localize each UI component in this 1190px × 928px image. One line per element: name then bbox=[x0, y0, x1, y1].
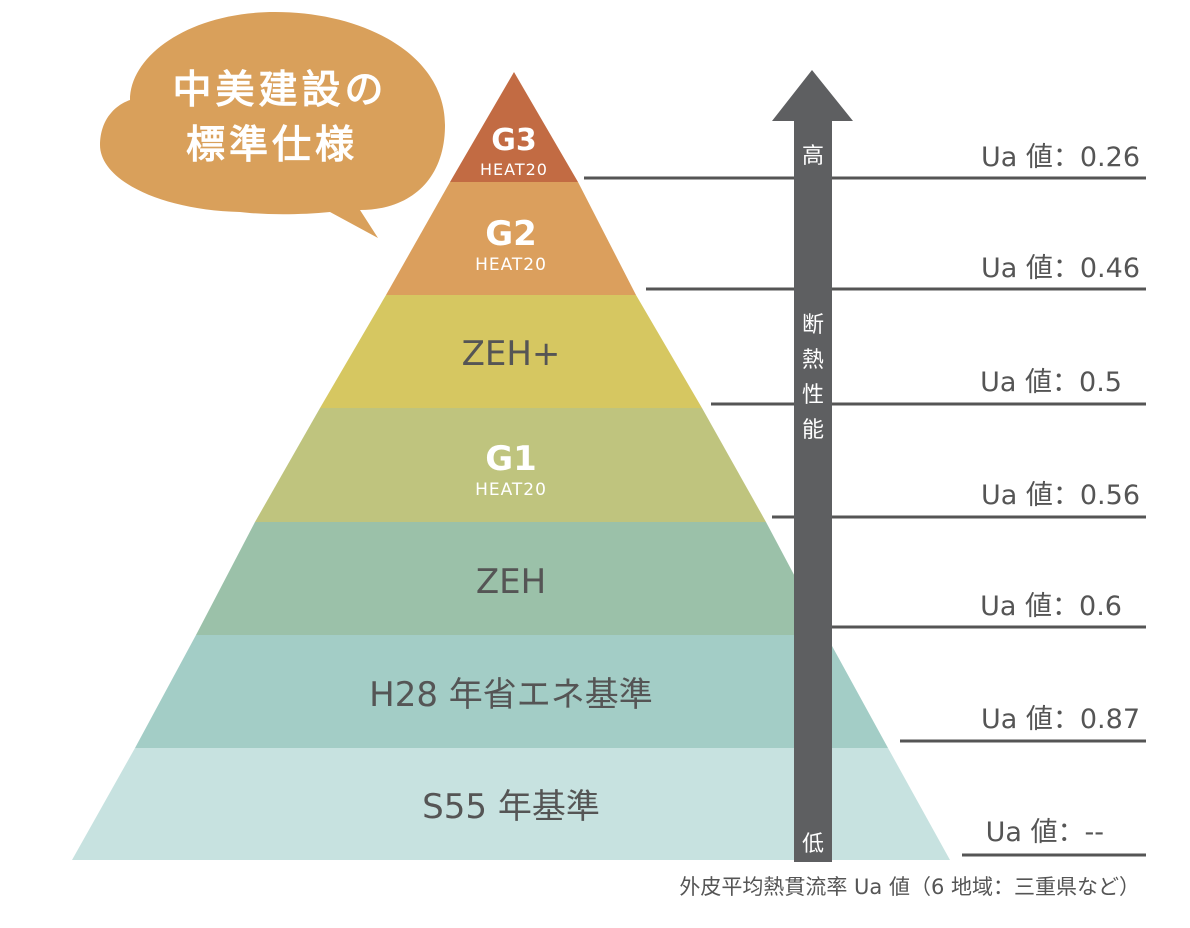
tier-s55-label: S55 年基準 bbox=[422, 787, 600, 827]
tier-g2 bbox=[386, 182, 636, 295]
ua-value-h28: Ua 値：0.87 bbox=[981, 704, 1140, 735]
tier-g1-label: G1 bbox=[485, 439, 537, 479]
ua-value-g1: Ua 値：0.56 bbox=[981, 480, 1140, 511]
arrow-label-char-3: 性 bbox=[802, 383, 824, 408]
tier-zeh-plus-label: ZEH+ bbox=[462, 334, 561, 374]
arrow-label-low: 低 bbox=[802, 832, 824, 857]
arrow-label-high: 高 bbox=[802, 144, 824, 169]
tier-s55 bbox=[72, 748, 950, 860]
tier-g1-sublabel: HEAT20 bbox=[475, 480, 547, 500]
tier-g3 bbox=[450, 72, 578, 182]
ua-labels: Ua 値：0.26 Ua 値：0.46 Ua 値：0.5 Ua 値：0.56 U… bbox=[980, 142, 1140, 848]
arrow-label-char-4: 能 bbox=[802, 418, 824, 443]
ua-value-g3: Ua 値：0.26 bbox=[981, 142, 1140, 173]
tier-zeh-plus bbox=[320, 295, 702, 408]
arrow-up-icon bbox=[772, 70, 853, 862]
tier-h28 bbox=[135, 635, 888, 748]
tier-g3-label: G3 bbox=[491, 123, 537, 158]
tier-g2-sublabel: HEAT20 bbox=[475, 255, 547, 275]
ua-lines bbox=[584, 176, 1146, 857]
ua-value-s55: Ua 値：-- bbox=[986, 817, 1104, 848]
bubble-title-line1: 中美建設の bbox=[172, 68, 387, 113]
ua-value-zeh-plus: Ua 値：0.5 bbox=[980, 367, 1122, 398]
arrow-label-char-2: 熱 bbox=[802, 348, 824, 373]
tier-labels: G3 HEAT20 G2 HEAT20 ZEH+ G1 HEAT20 ZEH H… bbox=[369, 123, 653, 827]
ua-value-g2: Ua 値：0.46 bbox=[981, 253, 1140, 284]
pyramid bbox=[72, 72, 950, 860]
footnote: 外皮平均熱貫流率 Ua 値（6 地域：三重県など） bbox=[679, 875, 1140, 899]
performance-arrow: 高 断 熱 性 能 低 bbox=[772, 70, 853, 862]
tier-h28-label: H28 年省エネ基準 bbox=[369, 675, 653, 715]
tier-g2-label: G2 bbox=[485, 214, 537, 254]
bubble-title-line2: 標準仕様 bbox=[186, 123, 358, 168]
tier-g1 bbox=[255, 408, 766, 522]
speech-bubble-shape bbox=[100, 12, 445, 238]
ua-value-zeh: Ua 値：0.6 bbox=[980, 591, 1122, 622]
tier-g3-sublabel: HEAT20 bbox=[480, 160, 548, 179]
arrow-label-char-1: 断 bbox=[802, 313, 824, 338]
tier-zeh bbox=[196, 522, 826, 635]
speech-bubble: 中美建設の 標準仕様 bbox=[100, 12, 445, 238]
tier-zeh-label: ZEH bbox=[476, 562, 546, 602]
